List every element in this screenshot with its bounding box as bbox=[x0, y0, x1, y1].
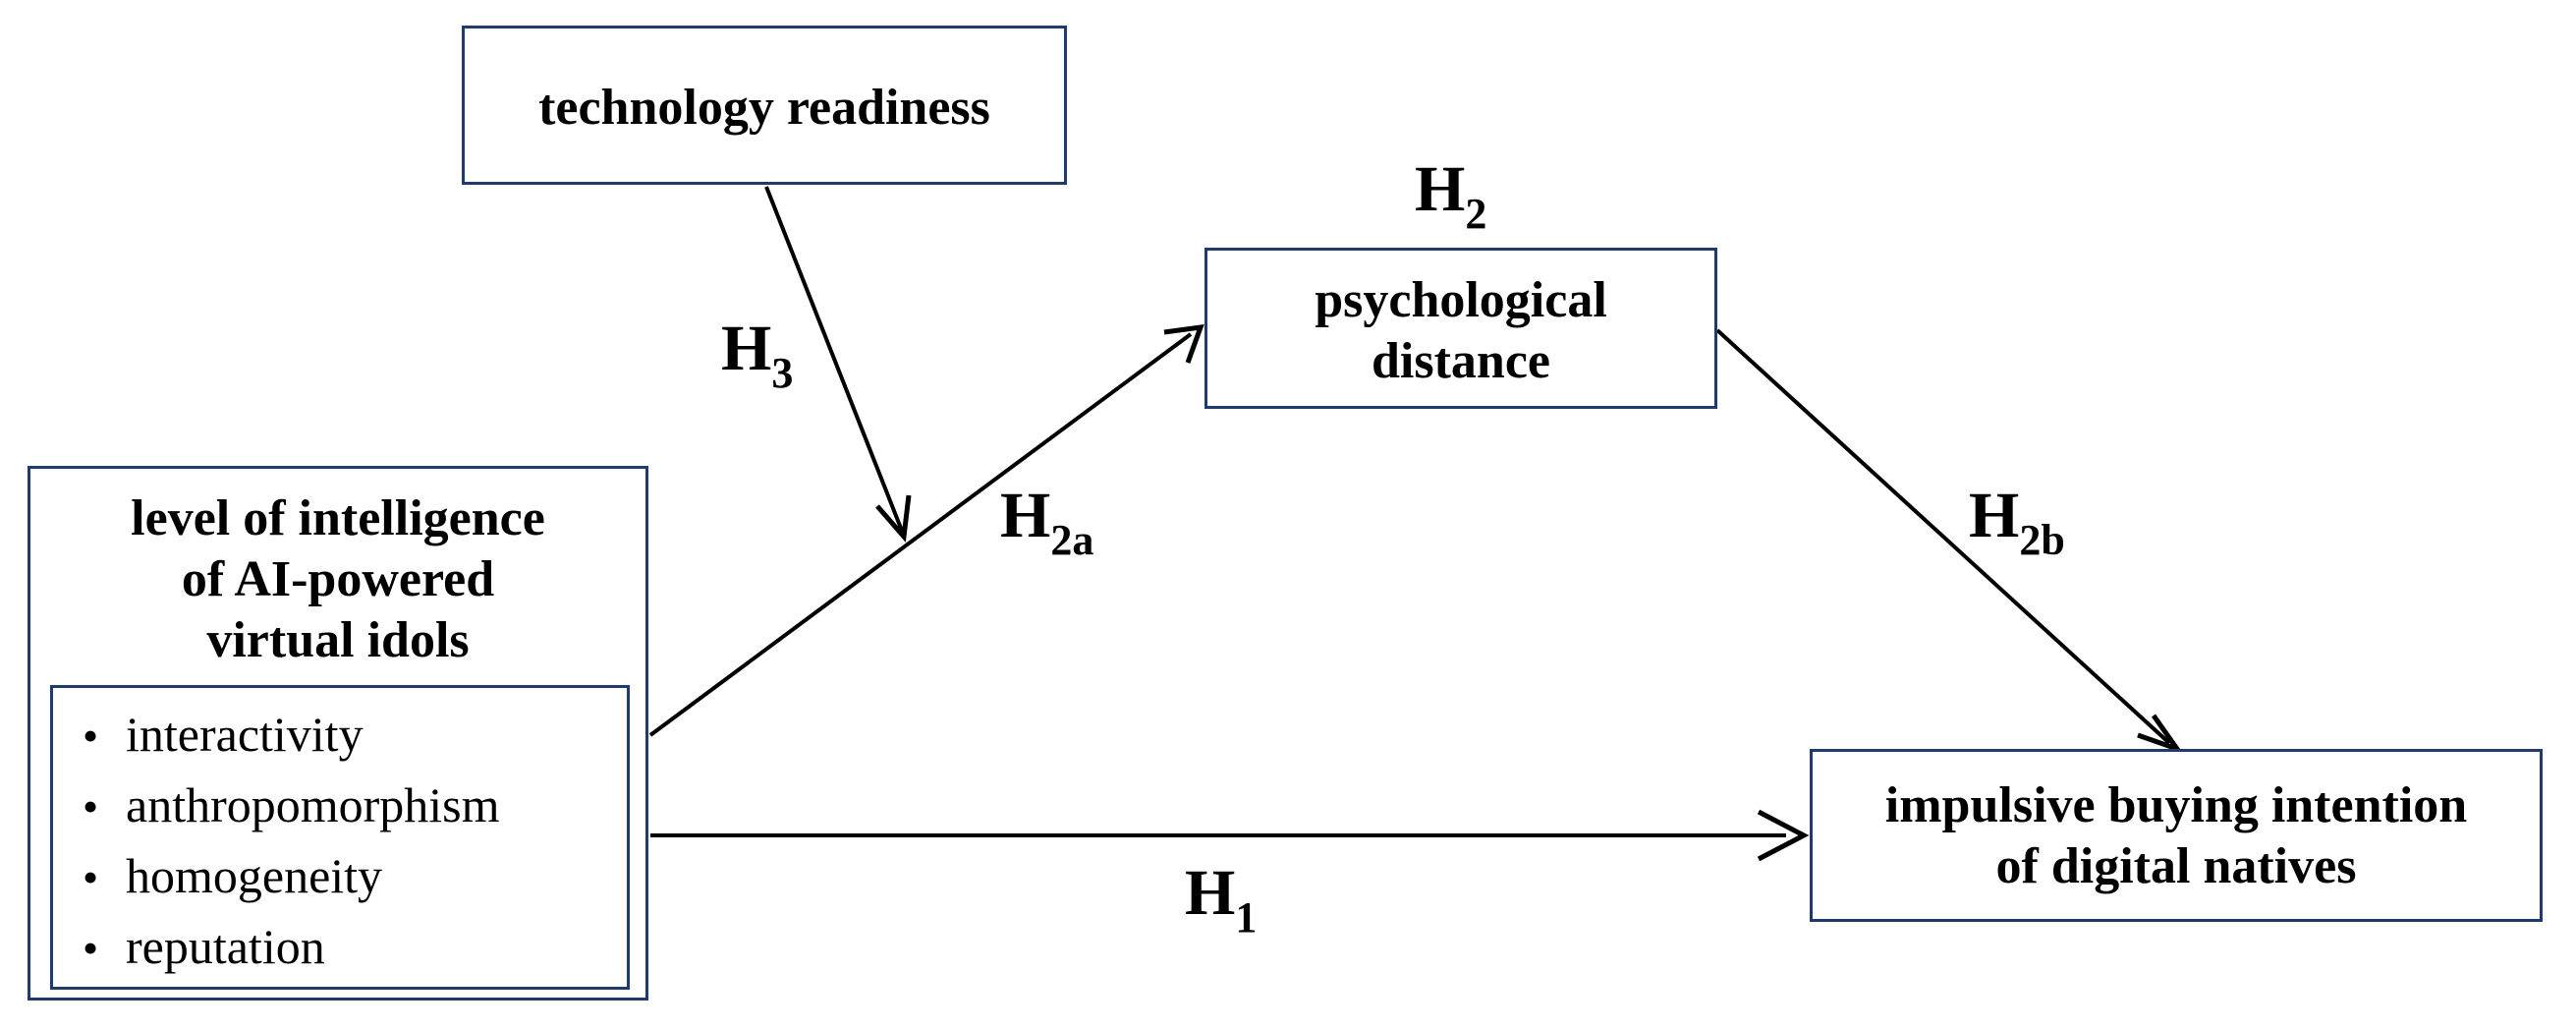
independent-line3: virtual idols bbox=[206, 612, 470, 668]
hypothesis-h2a-label: H2a bbox=[1000, 484, 1093, 565]
arrow-h2a bbox=[648, 323, 1204, 737]
bullet-icon: • bbox=[83, 852, 99, 902]
hypothesis-letter: H bbox=[721, 313, 772, 384]
hypothesis-h2b-label: H2b bbox=[1969, 484, 2065, 565]
arrow-h3 bbox=[764, 186, 912, 543]
dimension-label: homogeneity bbox=[126, 848, 383, 903]
box-technology-readiness: technology readiness bbox=[462, 26, 1067, 185]
hypothesis-h3-label: H3 bbox=[721, 313, 793, 398]
box-psychological-distance: psychological distance bbox=[1204, 248, 1717, 409]
hypothesis-subscript: 1 bbox=[1235, 893, 1258, 942]
hypothesis-letter: H bbox=[1185, 857, 1236, 929]
dimension-reputation: • reputation bbox=[83, 912, 500, 983]
psychological-distance-line1: psychological bbox=[1315, 272, 1607, 328]
hypothesis-letter: H bbox=[1969, 480, 2020, 551]
dimension-interactivity: • interactivity bbox=[83, 700, 500, 771]
dimension-list: • interactivity • anthropomorphism • homoge… bbox=[83, 700, 500, 983]
bullet-icon: • bbox=[83, 781, 99, 831]
independent-line2: of AI-powered bbox=[181, 551, 495, 607]
psychological-distance-line2: distance bbox=[1372, 333, 1550, 389]
dependent-line2: of digital natives bbox=[1995, 838, 2357, 894]
arrow-h1 bbox=[650, 809, 1810, 862]
hypothesis-subscript: 2 bbox=[1465, 190, 1487, 238]
hypothesis-letter: H bbox=[1000, 480, 1051, 551]
dimension-label: anthropomorphism bbox=[126, 777, 500, 832]
hypothesis-h1-label: H1 bbox=[1185, 861, 1257, 943]
dependent-line1: impulsive buying intention bbox=[1884, 777, 2468, 833]
dimension-anthropomorphism: • anthropomorphism bbox=[83, 771, 500, 841]
bullet-icon: • bbox=[83, 711, 99, 761]
hypothesis-subscript: 3 bbox=[771, 349, 794, 397]
box-dependent-variable: impulsive buying intention of digital na… bbox=[1810, 749, 2543, 922]
dimension-label: reputation bbox=[126, 919, 325, 974]
technology-readiness-label: technology readiness bbox=[538, 80, 990, 136]
box-dimensions: • interactivity • anthropomorphism • homoge… bbox=[50, 685, 630, 990]
bullet-icon: • bbox=[83, 923, 99, 973]
hypothesis-subscript: 2a bbox=[1050, 516, 1094, 564]
arrow-h2b bbox=[1715, 328, 2184, 754]
hypothesis-subscript: 2b bbox=[2019, 516, 2065, 564]
box-independent-variable: level of intelligence of AI-powered virt… bbox=[28, 466, 648, 1001]
dimension-homogeneity: • homogeneity bbox=[83, 841, 500, 912]
independent-line1: level of intelligence bbox=[131, 490, 545, 546]
hypothesis-letter: H bbox=[1415, 153, 1466, 225]
dimension-label: interactivity bbox=[126, 707, 364, 762]
hypothesis-h2-label: H2 bbox=[1415, 157, 1486, 239]
